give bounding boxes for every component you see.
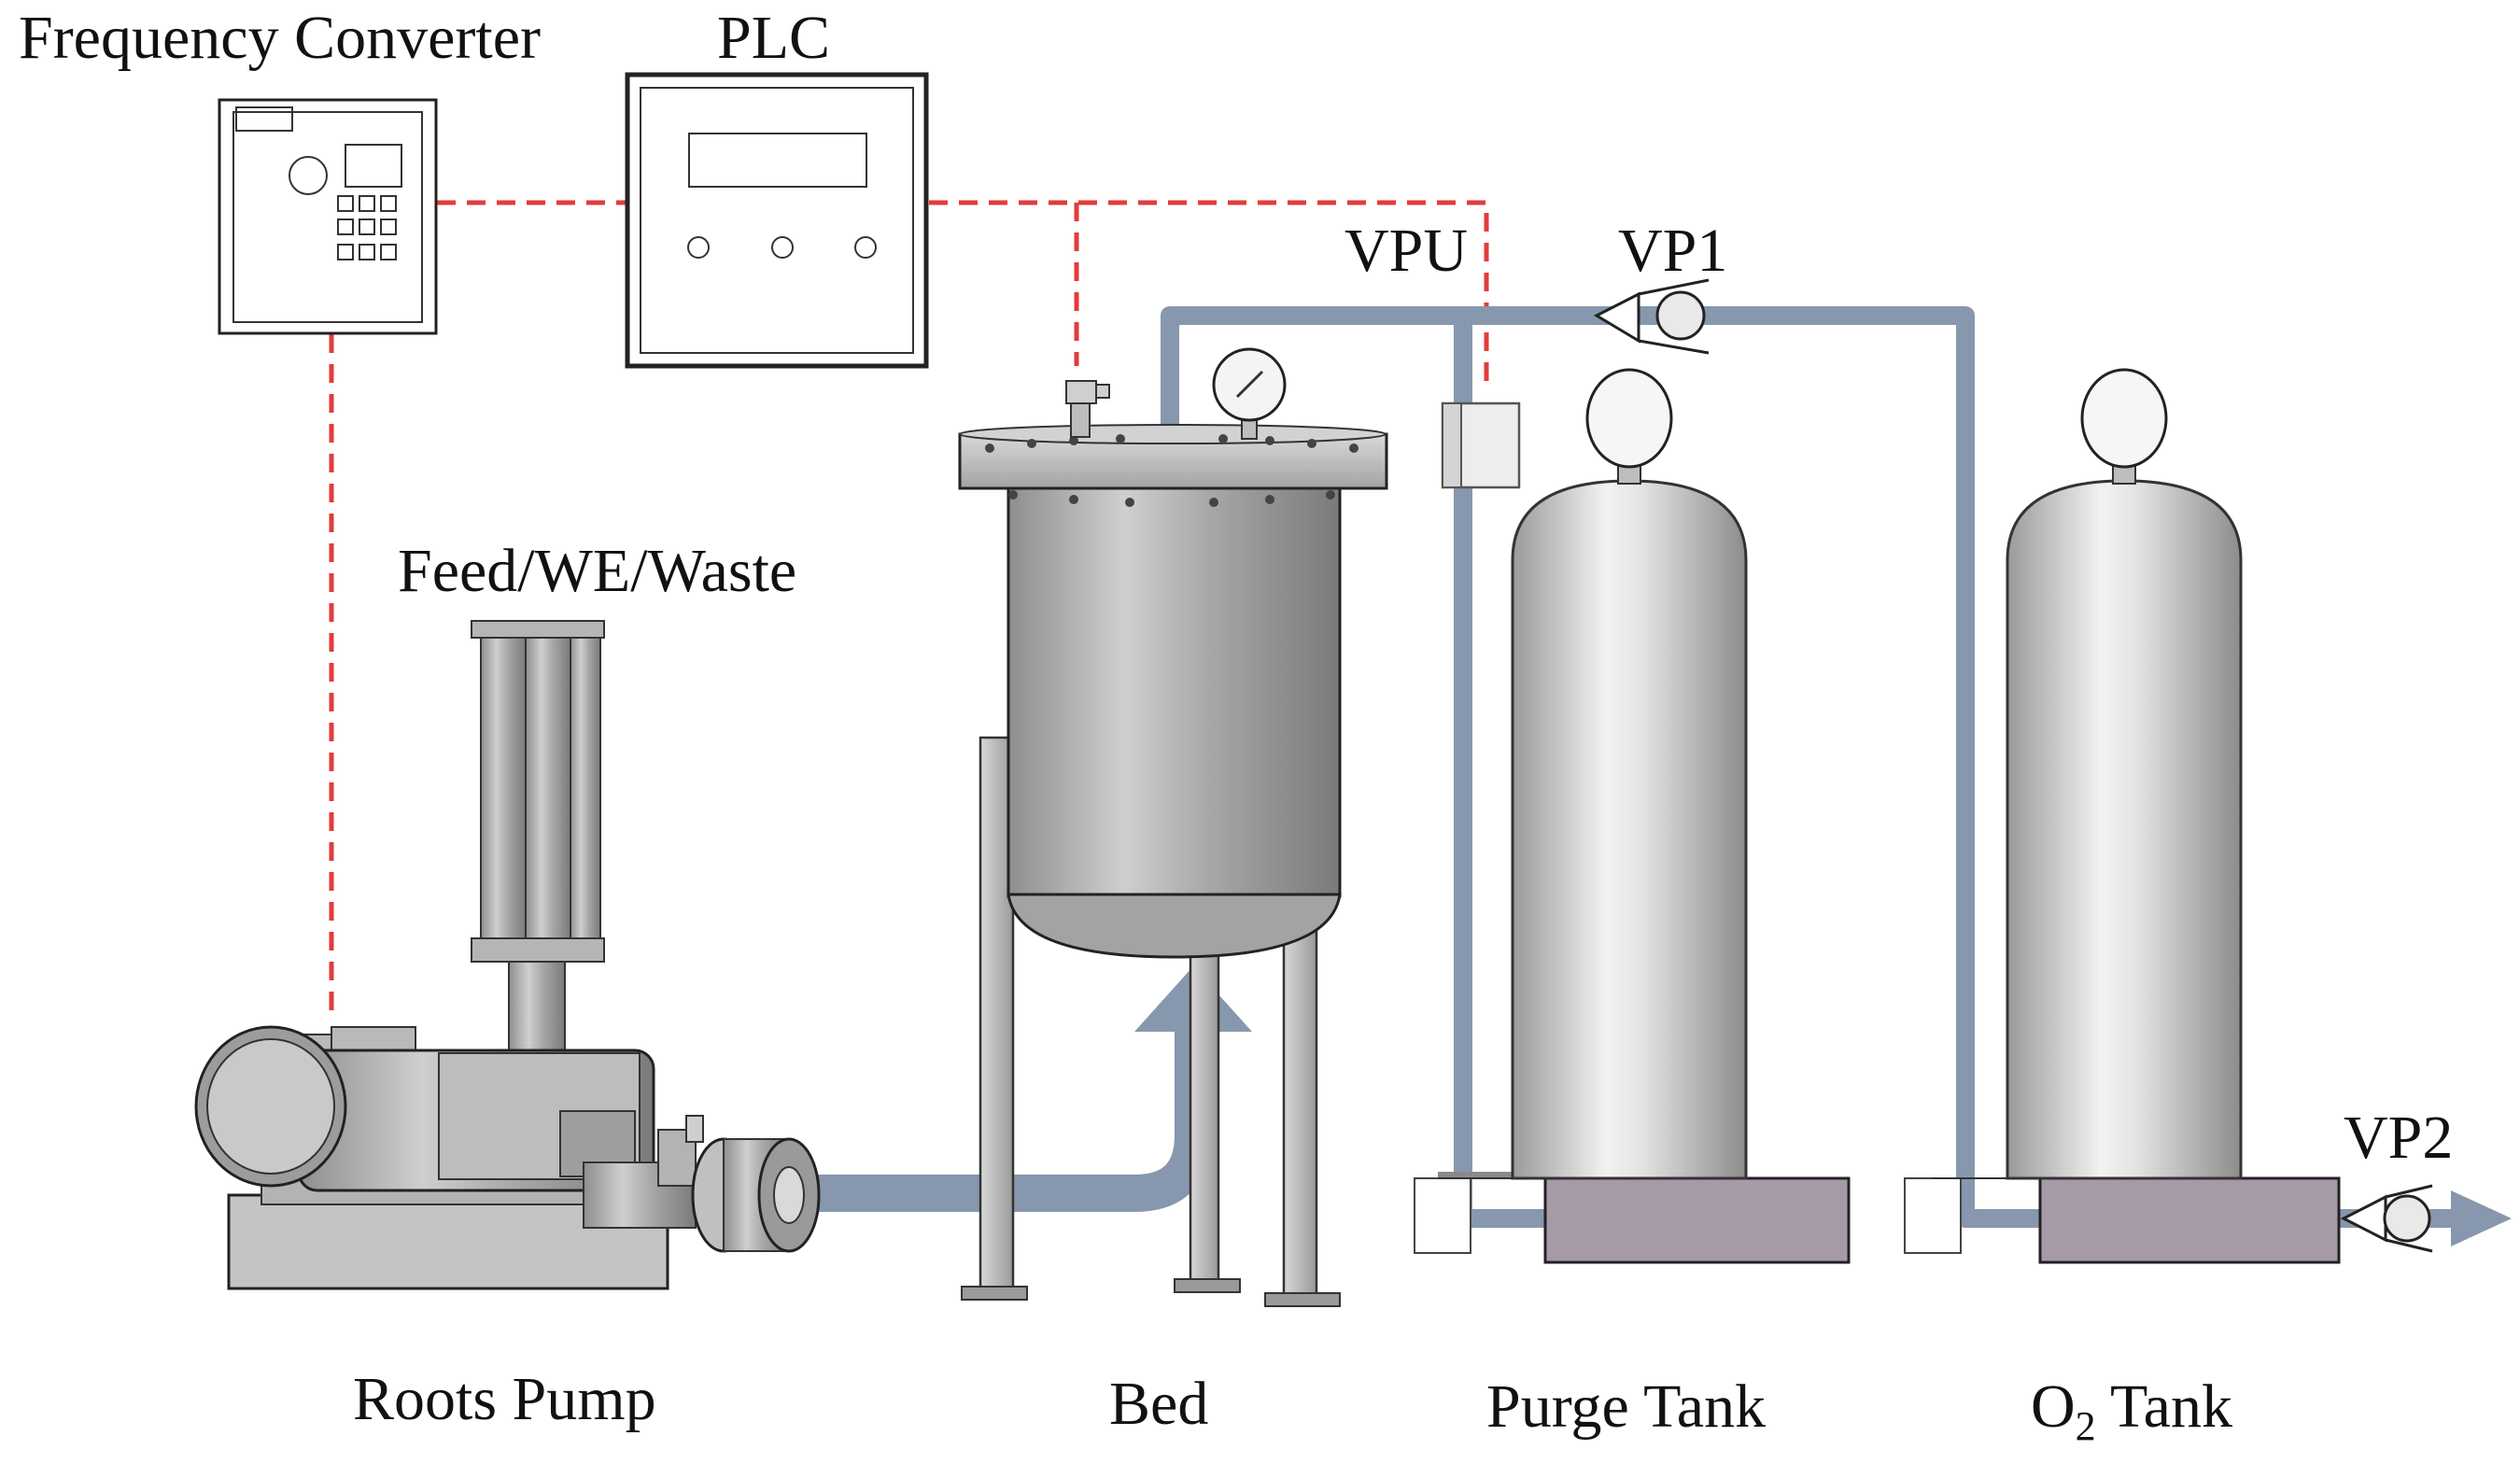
bed-label: Bed <box>1109 1370 1208 1438</box>
we-column <box>525 637 571 942</box>
vp1-valve: VP1 <box>1593 217 1727 355</box>
signal-lines <box>329 200 1489 1013</box>
o2-tank-gauge-icon <box>2080 368 2168 469</box>
o2-tank-base <box>2038 1176 2341 1264</box>
plc-unit: PLC <box>625 4 929 369</box>
frequency-converter-label: Frequency Converter <box>19 4 541 72</box>
pipe-bed-to-tanks <box>1161 306 2063 1228</box>
check-valve-icon <box>1655 290 1706 341</box>
purge-tank-base <box>1543 1176 1851 1264</box>
plc-label: PLC <box>717 4 830 72</box>
purge-tank: Purge Tank <box>1414 368 1851 1441</box>
vpu-valve: VPU <box>1344 217 1521 489</box>
signal-line-plc-bed <box>929 200 1489 392</box>
o2-tank-label-subscript: 2 <box>2076 1403 2096 1449</box>
waste-column <box>570 637 601 942</box>
display-icon <box>345 144 402 188</box>
vpu-label: VPU <box>1344 217 1468 285</box>
o2-tank-label-suffix: Tank <box>2096 1372 2232 1441</box>
check-valve-icon <box>2383 1194 2431 1243</box>
frequency-converter: Frequency Converter <box>19 4 541 335</box>
plc-button-icon <box>771 236 794 259</box>
feed-column <box>480 637 527 942</box>
bed-sensor <box>1065 380 1097 404</box>
roots-pump: Feed/WE/Waste Roots Pump <box>194 537 821 1433</box>
plc-display <box>688 133 867 188</box>
roots-pump-label: Roots Pump <box>353 1365 656 1433</box>
o2-tank-label: O2 Tank <box>2031 1372 2232 1449</box>
vp2-label: VP2 <box>2344 1104 2453 1172</box>
o2-tank-label-prefix: O <box>2031 1372 2076 1441</box>
purge-tank-gauge-icon <box>1585 368 1673 469</box>
plc-button-icon <box>854 236 877 259</box>
bed-vessel: Bed <box>958 347 1388 1438</box>
keypad-icon <box>337 195 397 260</box>
outlet-arrow-head <box>2451 1190 2512 1246</box>
dial-icon <box>289 156 328 195</box>
vp1-label: VP1 <box>1618 217 1727 285</box>
o2-tank: O2 Tank <box>1904 368 2341 1449</box>
feed-label: Feed/WE/Waste <box>398 537 796 605</box>
vp2-valve: VP2 <box>2340 1104 2453 1253</box>
purge-tank-label: Purge Tank <box>1486 1372 1766 1441</box>
plc-button-icon <box>687 236 710 259</box>
